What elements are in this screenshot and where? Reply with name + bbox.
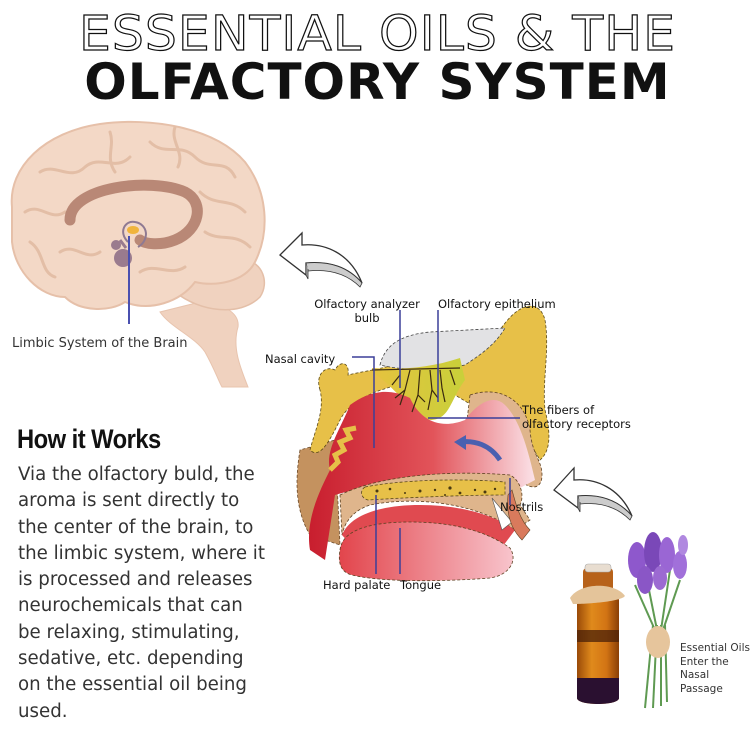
olfactory-fibers <box>371 367 461 413</box>
hypothalamus <box>111 240 121 250</box>
oil-label-line: Essential Oils <box>680 642 750 654</box>
lavender-flowers <box>628 532 688 594</box>
essential-oil-bottle-illustration <box>570 532 688 709</box>
how-it-works-body: Via the olfactory buld, the aroma is sen… <box>18 462 308 725</box>
label-nostrils: Nostrils <box>500 500 544 514</box>
brain-illustration <box>10 120 266 388</box>
label-fibers: The fibers of olfactory receptors <box>522 403 631 431</box>
hippocampus-loop <box>122 220 147 248</box>
body-line: the limbic system, where it <box>18 542 265 564</box>
lavender-twine <box>646 626 670 658</box>
label-fibers-line2: olfactory receptors <box>522 417 631 431</box>
body-line: sedative, etc. depending <box>18 648 244 670</box>
body-line: on the essential oil being <box>18 674 247 696</box>
label-olfactory-analyzer-bulb-line2: bulb <box>354 311 380 325</box>
brain-region <box>379 327 506 370</box>
body-line: is processed and releases <box>18 569 253 591</box>
brainstem <box>159 301 249 388</box>
body-line: aroma is sent directly to <box>18 490 240 512</box>
label-olfactory-analyzer-bulb-line1: Olfactory analyzer <box>314 297 420 311</box>
body-line: be relaxing, stimulating, <box>18 621 240 643</box>
title-line-1: ESSENTIAL OILS & THE <box>78 6 677 62</box>
oil-label-line: Nasal <box>680 669 710 681</box>
amygdala <box>114 249 132 267</box>
label-hard-palate: Hard palate <box>323 578 391 592</box>
label-tongue: Tongue <box>400 578 442 592</box>
label-nasal-cavity: Nasal cavity <box>265 352 336 366</box>
bottle-twine <box>570 585 625 604</box>
label-olfactory-analyzer-bulb: Olfactory analyzer bulb <box>308 297 426 325</box>
leader-lines <box>352 310 520 574</box>
cerebrum <box>10 120 266 310</box>
body-line: Via the olfactory buld, the <box>18 464 255 485</box>
how-it-works-heading: How it Works <box>17 424 161 454</box>
label-fibers-line1: The fibers of <box>522 403 595 417</box>
nasal-cross-section <box>296 305 550 582</box>
oil-label-line: Passage <box>680 682 723 695</box>
thalamus <box>127 226 139 234</box>
body-line: neurochemicals that can <box>18 595 243 617</box>
hard-palate-bone <box>361 479 506 501</box>
essential-oil-label: Essential Oils Enter the Nasal Passage <box>680 642 750 696</box>
label-olfactory-epithelium: Olfactory epithelium <box>438 297 556 311</box>
tongue-shape <box>338 521 514 582</box>
body-line: used. <box>18 700 68 722</box>
body-line: the center of the brain, to <box>18 516 254 538</box>
title-line-2: OLFACTORY SYSTEM <box>84 53 671 111</box>
brain-label: Limbic System of the Brain <box>12 336 188 351</box>
limbic-arc <box>64 179 203 250</box>
curved-arrow-icon <box>279 231 363 288</box>
brain-gyri <box>23 125 252 279</box>
curved-arrow-icon-2 <box>553 466 633 521</box>
bottle-body <box>577 594 619 704</box>
oil-label-line: Enter the <box>680 655 729 668</box>
